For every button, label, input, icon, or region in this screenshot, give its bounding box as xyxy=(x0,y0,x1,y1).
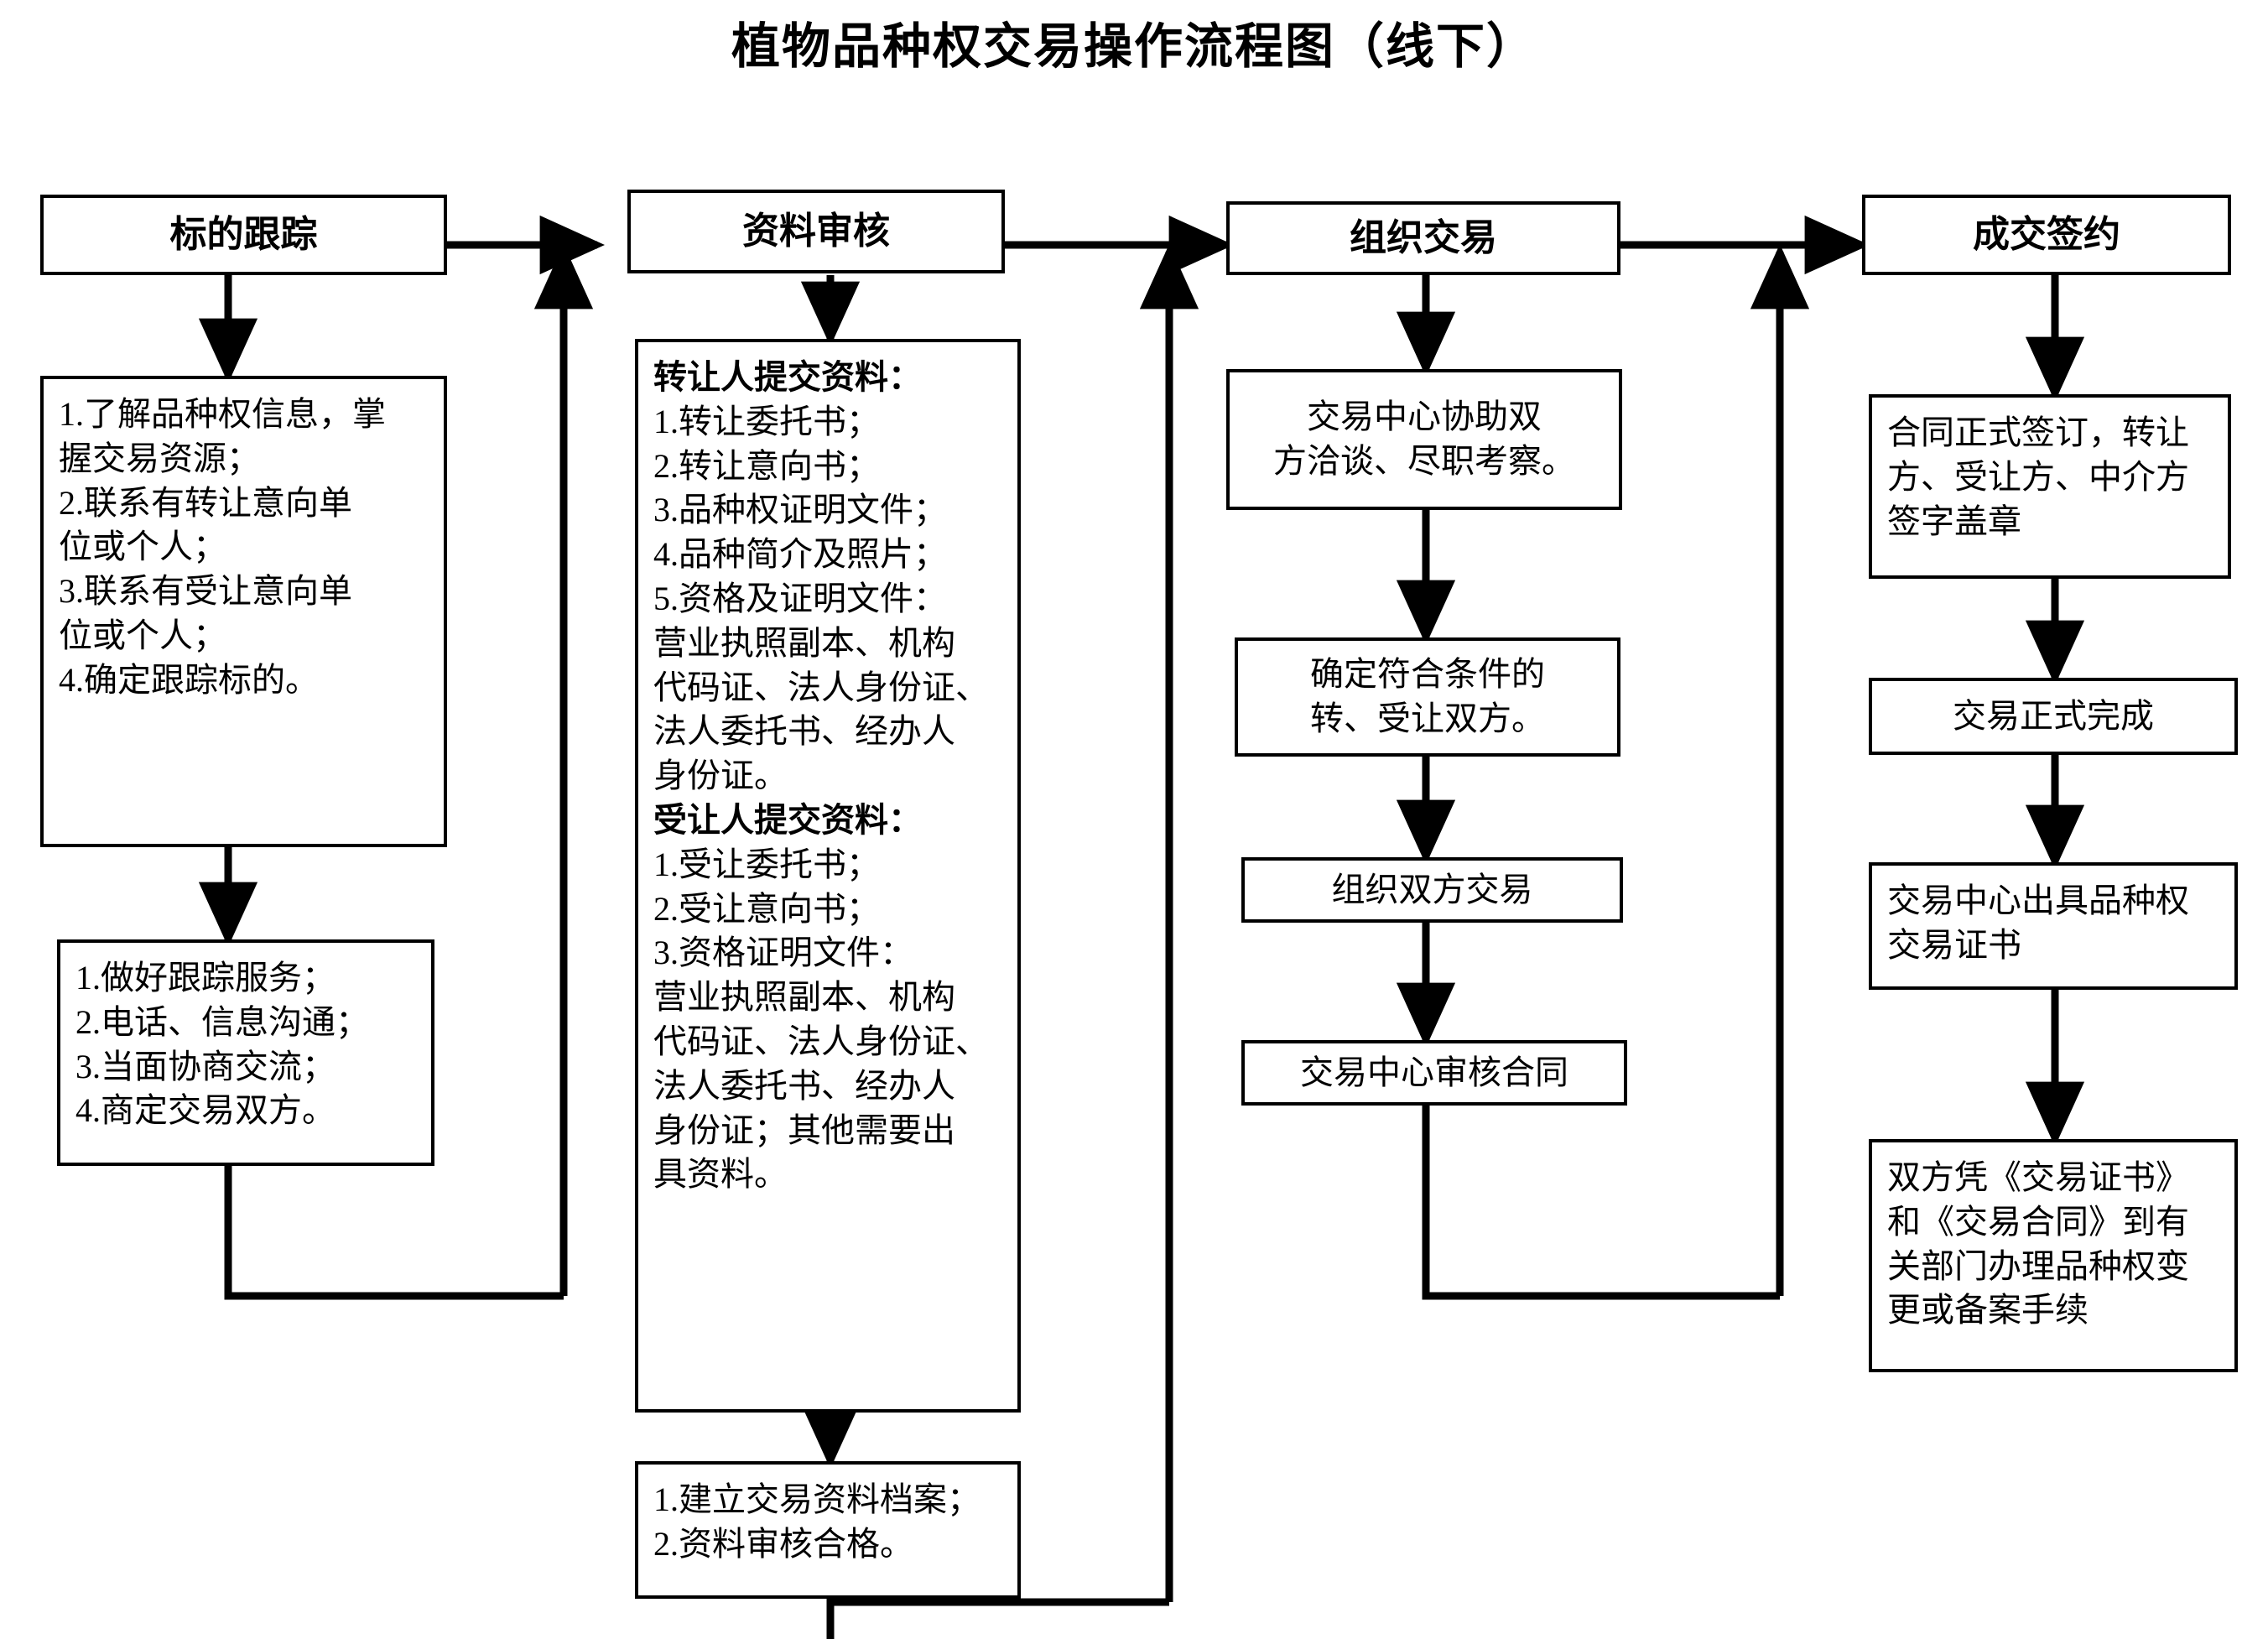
stage3-box2-line-2: 转、受让双方。 xyxy=(1310,700,1545,737)
stage2-transferor-line-8: 法人委托书、经办人 xyxy=(653,712,955,751)
stage4-box1-line-2: 方、受让方、中介方 xyxy=(1887,457,2189,496)
stage2-transferee-line-5: 代码证、法人身份证、 xyxy=(653,1022,989,1060)
stage1-header: 标的跟踪 xyxy=(40,195,447,275)
stage2-box2-line-1: 1.建立交易资料档案； xyxy=(653,1480,981,1518)
stage2-transferee-line-2: 2.受让意向书； xyxy=(653,889,880,928)
stage2-transferee-line-8: 具资料。 xyxy=(653,1155,788,1194)
stage3-box3-label: 组织双方交易 xyxy=(1331,870,1533,908)
stage3-box4-label: 交易中心审核合同 xyxy=(1300,1053,1568,1091)
stage4-box3-line-1: 交易中心出具品种权 xyxy=(1887,882,2189,919)
stage4-box1-line-3: 签字盖章 xyxy=(1887,502,2021,540)
stage4-header: 成交签约 xyxy=(1862,195,2231,275)
stage2-transferee-line-1: 1.受让委托书； xyxy=(653,845,880,883)
stage4-box4-line-2: 和《交易合同》到有 xyxy=(1887,1202,2189,1241)
stage4-box3: 交易中心出具品种权 交易证书 xyxy=(1869,862,2238,990)
stage2-transferee-line-4: 营业执照副本、机构 xyxy=(653,978,955,1017)
stage1-box2-line-4: 4.商定交易双方。 xyxy=(75,1091,336,1130)
stage4-box4-line-3: 关部门办理品种权变 xyxy=(1887,1246,2189,1285)
stage3-box2-line-1: 确定符合条件的 xyxy=(1310,655,1545,694)
stage4-header-label: 成交签约 xyxy=(1973,213,2120,255)
stage3-box1: 交易中心协助双 方洽谈、尽职考察。 xyxy=(1226,369,1622,510)
stage1-box1-line-7: 4.确定跟踪标的。 xyxy=(59,660,319,699)
stage3-box1-line-2: 方洽谈、尽职考察。 xyxy=(1273,442,1575,480)
stage1-box2-line-3: 3.当面协商交流； xyxy=(75,1047,336,1085)
page-title: 植物品种权交易操作流程图（线下） xyxy=(731,19,1537,74)
stage2-box2-line-2: 2.资料审核合格。 xyxy=(653,1524,913,1563)
stage3-box3: 组织双方交易 xyxy=(1241,857,1623,923)
stage2-transferee-heading: 受让人提交资料： xyxy=(653,801,922,839)
stage2-transferor-line-3: 3.品种权证明文件； xyxy=(653,491,947,529)
stage2-transferee-line-3: 3.资格证明文件： xyxy=(653,934,913,972)
stage3-box4: 交易中心审核合同 xyxy=(1241,1040,1627,1106)
stage2-transferor-line-5: 5.资格及证明文件： xyxy=(653,579,947,617)
stage4-box4: 双方凭《交易证书》 和《交易合同》到有 关部门办理品种权变 更或备案手续 xyxy=(1869,1139,2238,1372)
stage1-header-label: 标的跟踪 xyxy=(169,213,318,255)
stage2-transferor-line-9: 身份证。 xyxy=(653,757,788,795)
stage3-header-label: 组织交易 xyxy=(1350,216,1497,258)
stage1-box2-line-1: 1.做好跟踪服务； xyxy=(75,959,336,996)
stage2-transferee-line-7: 身份证；其他需要出 xyxy=(653,1111,955,1149)
stage2-transferor-line-2: 2.转让意向书； xyxy=(653,446,880,485)
stage2-transferor-line-4: 4.品种简介及照片； xyxy=(653,535,947,574)
stage1-box2: 1.做好跟踪服务； 2.电话、信息沟通； 3.当面协商交流； 4.商定交易双方。 xyxy=(57,939,434,1166)
stage4-box4-line-1: 双方凭《交易证书》 xyxy=(1887,1158,2189,1196)
stage2-transferor-line-7: 代码证、法人身份证、 xyxy=(653,668,989,706)
stage2-header: 资料审核 xyxy=(627,190,1005,273)
stage4-box2: 交易正式完成 xyxy=(1869,678,2238,755)
stage2-transferor-heading: 转让人提交资料： xyxy=(653,359,922,396)
stage4-box2-label: 交易正式完成 xyxy=(1953,696,2154,735)
stage1-box1-line-5: 3.联系有受让意向单 xyxy=(59,572,352,611)
stage1-box1-line-1: 1.了解品种权信息，掌 xyxy=(59,395,386,433)
stage1-box2-line-2: 2.电话、信息沟通； xyxy=(75,1002,369,1041)
stage4-box4-line-4: 更或备案手续 xyxy=(1887,1291,2089,1329)
stage2-transferor-line-6: 营业执照副本、机构 xyxy=(653,623,955,662)
stage2-transferee-line-6: 法人委托书、经办人 xyxy=(653,1066,955,1105)
stage1-box1: 1.了解品种权信息，掌 握交易资源； 2.联系有转让意向单 位或个人； 3.联系… xyxy=(40,376,447,847)
stage4-box3-line-2: 交易证书 xyxy=(1887,925,2021,964)
stage2-box1: 转让人提交资料： 1.转让委托书； 2.转让意向书； 3.品种权证明文件； 4.… xyxy=(635,339,1021,1413)
stage3-box1-line-1: 交易中心协助双 xyxy=(1307,398,1542,436)
stage4-box1: 合同正式签订，转让 方、受让方、中介方 签字盖章 xyxy=(1869,394,2231,579)
stage1-box1-line-6: 位或个人； xyxy=(59,616,226,654)
stage2-transferor-line-1: 1.转让委托书； xyxy=(653,402,880,440)
stage1-box1-line-2: 握交易资源； xyxy=(59,439,260,477)
stage2-header-label: 资料审核 xyxy=(742,210,890,252)
stage2-box2: 1.建立交易资料档案； 2.资料审核合格。 xyxy=(635,1461,1021,1599)
stage3-header: 组织交易 xyxy=(1226,201,1620,275)
stage1-box1-line-3: 2.联系有转让意向单 xyxy=(59,483,352,522)
stage1-box1-line-4: 位或个人； xyxy=(59,528,226,566)
stage3-box2: 确定符合条件的 转、受让双方。 xyxy=(1235,637,1620,757)
stage4-box1-line-1: 合同正式签订，转让 xyxy=(1887,414,2189,451)
